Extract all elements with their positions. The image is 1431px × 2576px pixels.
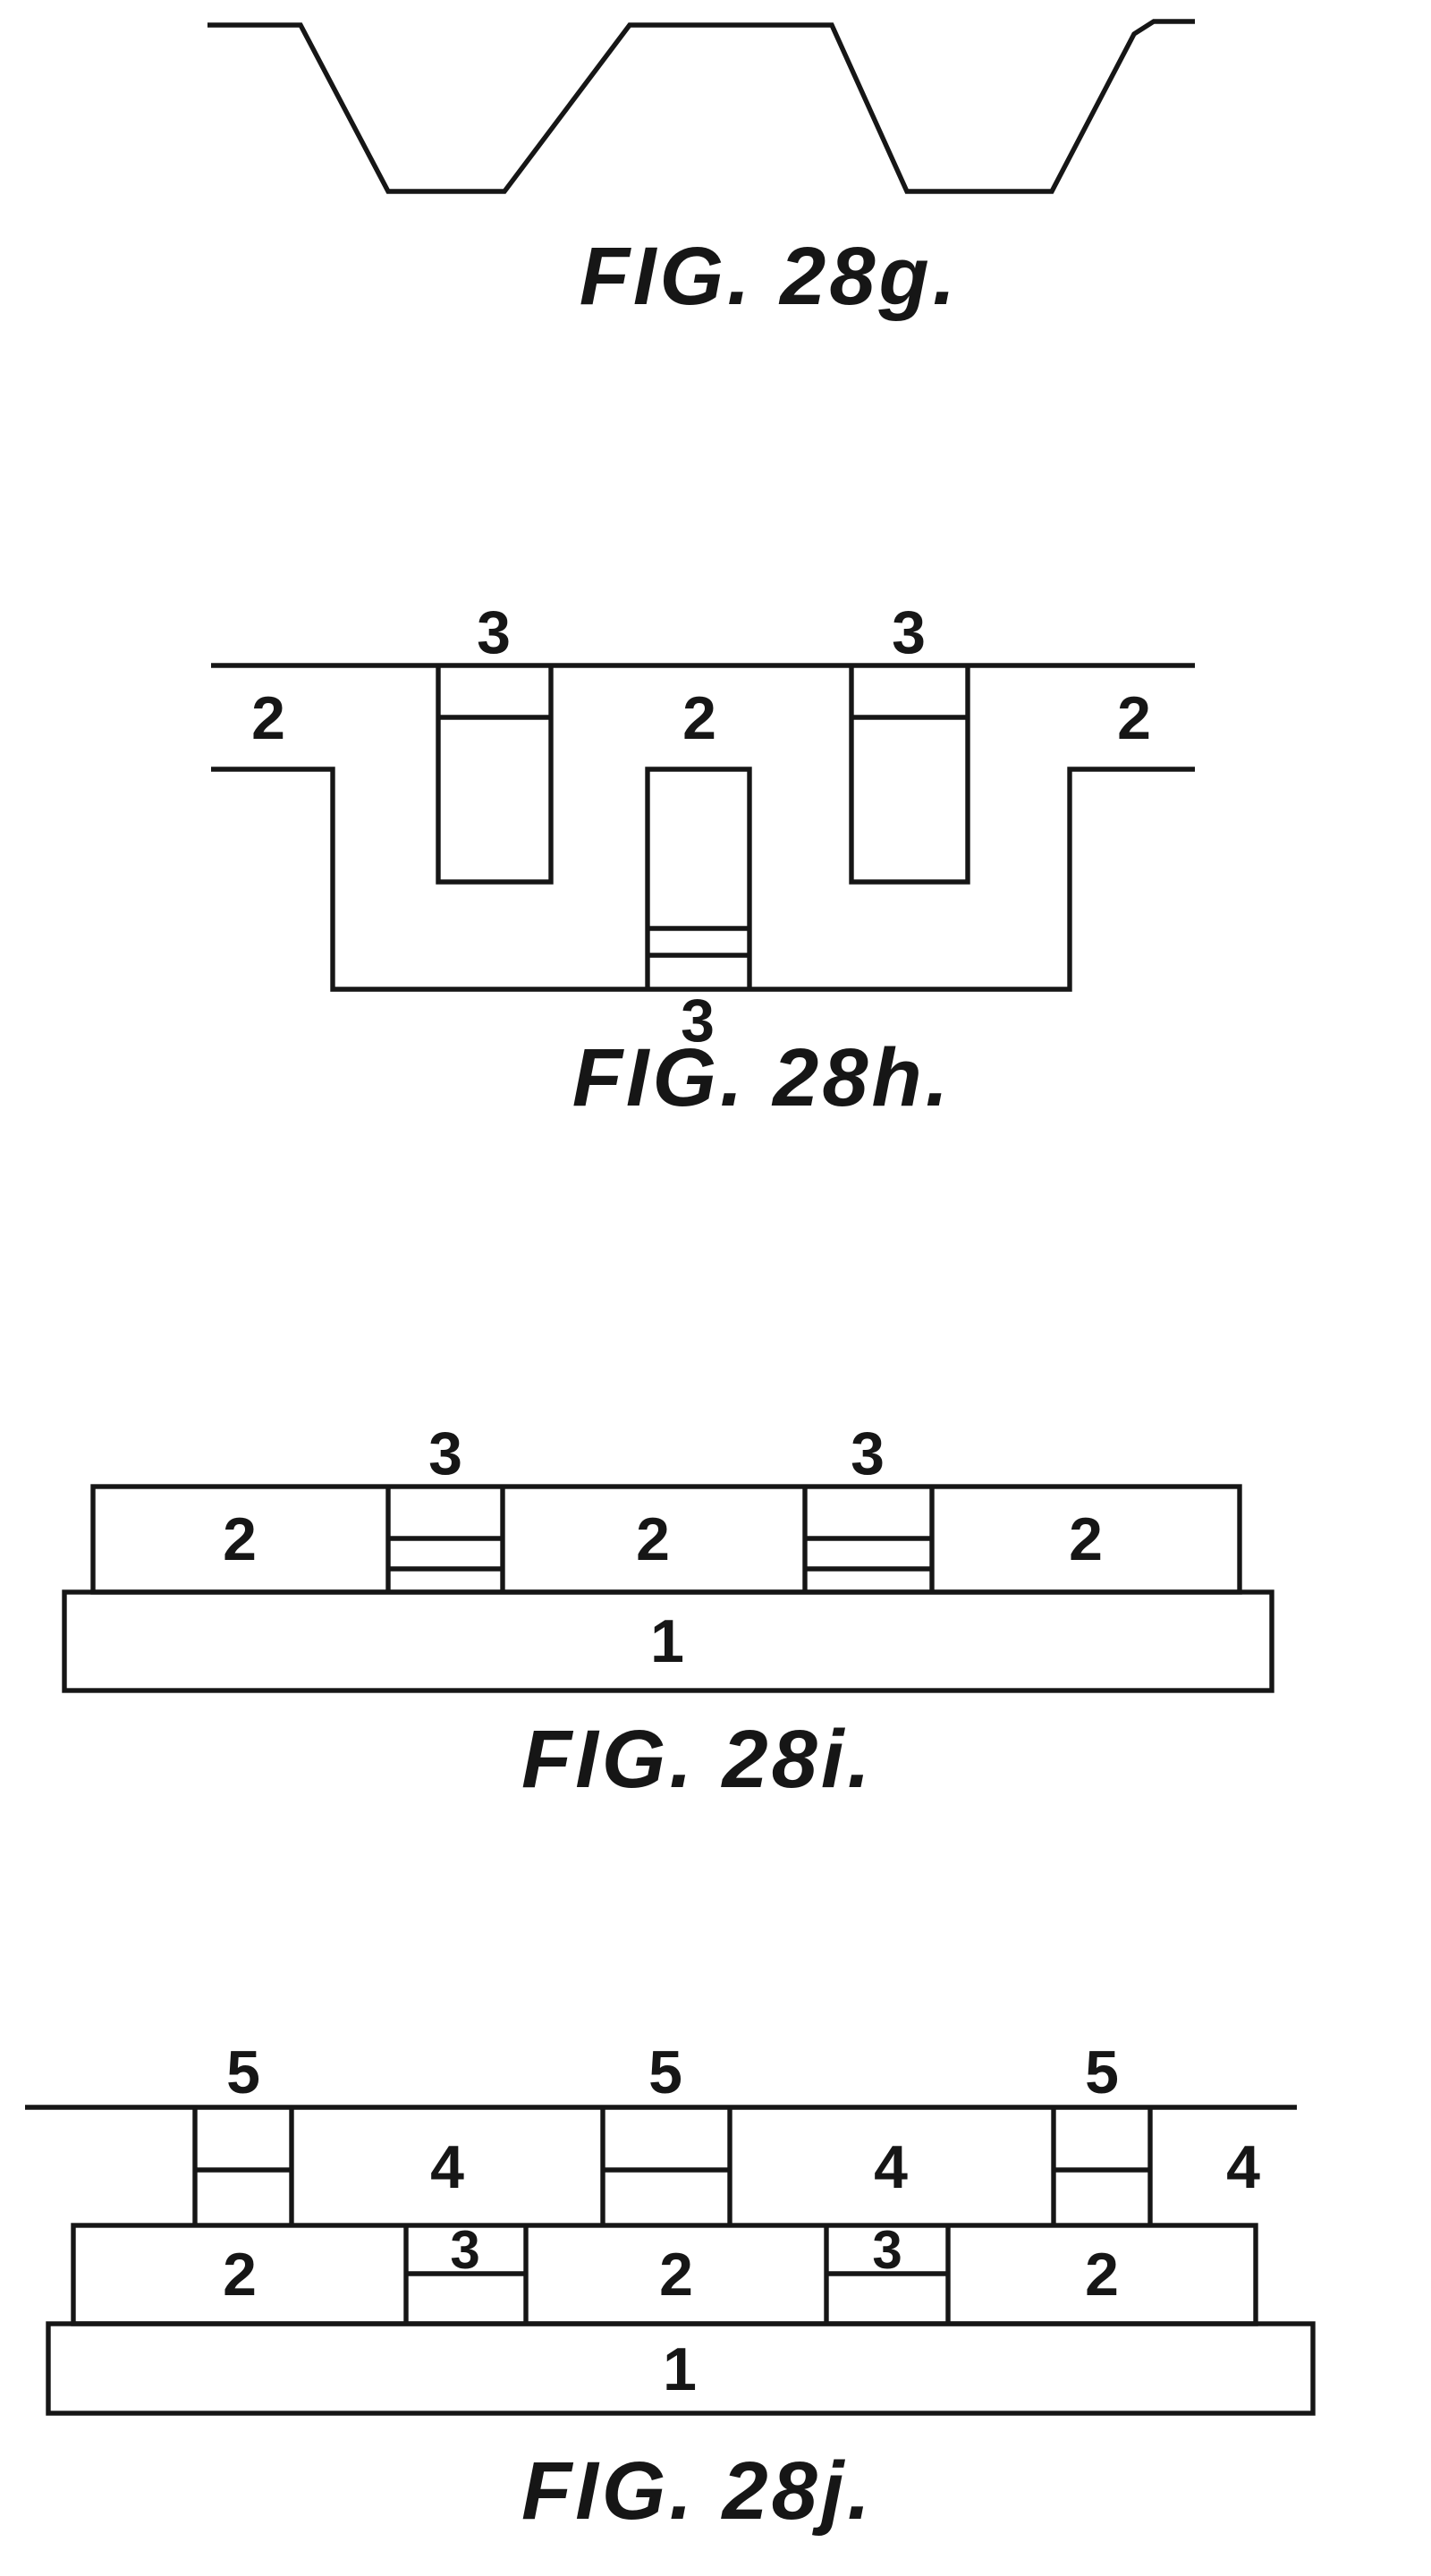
label-region-center: 2 — [682, 684, 716, 752]
filled-groove-right — [849, 665, 970, 885]
filled-groove-left — [436, 665, 554, 885]
layer2-row-outline — [90, 1484, 1242, 1595]
label-substrate: 1 — [650, 1607, 684, 1675]
label-substrate: 1 — [663, 2335, 697, 2403]
substrate-layer-outline — [46, 2321, 1316, 2416]
label-region-right: 2 — [1085, 2241, 1119, 2309]
label-layer4-center: 4 — [874, 2133, 908, 2201]
center-column-outline — [645, 767, 752, 989]
layer5-cap-left — [192, 2107, 294, 2225]
label-region-center: 2 — [659, 2241, 693, 2309]
label-region-center: 2 — [636, 1505, 670, 1573]
figure-28i-caption: FIG. 28i. — [521, 1714, 874, 1805]
label-layer4-left: 4 — [430, 2133, 464, 2201]
label-cap-right: 5 — [1085, 2038, 1119, 2106]
figure-28j-caption: FIG. 28j. — [521, 2445, 874, 2537]
label-plug-left: 3 — [428, 1419, 462, 1487]
etched-trench-profile — [211, 767, 1195, 992]
layer5-cap-center — [600, 2107, 732, 2225]
label-layer4-right: 4 — [1226, 2133, 1260, 2201]
label-region-left: 2 — [223, 2241, 257, 2309]
label-region-right: 2 — [1117, 684, 1151, 752]
figure-28g: FIG. 28g. — [207, 19, 1195, 322]
label-plug-left: 3 — [450, 2220, 479, 2280]
figure-28g-caption: FIG. 28g. — [580, 231, 960, 322]
plug-stripe-lines — [388, 1536, 932, 1572]
label-plug-right: 3 — [872, 2220, 902, 2280]
label-cap-left: 5 — [226, 2038, 260, 2106]
figure-28h: 3 3 2 2 2 3 FIG. 28h. — [211, 598, 1195, 1123]
label-groove-right: 3 — [892, 598, 926, 666]
figure-28j: 5 5 5 4 4 4 2 3 2 3 2 1 FIG. 28j. — [25, 2038, 1316, 2537]
layer5-cap-right — [1051, 2107, 1153, 2225]
label-region-left: 2 — [251, 684, 285, 752]
label-groove-left: 3 — [477, 598, 511, 666]
center-column-stripe-lines — [648, 926, 749, 958]
label-region-right: 2 — [1069, 1505, 1103, 1573]
label-plug-right: 3 — [851, 1419, 885, 1487]
label-trench-bottom-stripe: 3 — [681, 987, 715, 1055]
groove-profile-line — [207, 19, 1195, 194]
label-region-left: 2 — [223, 1505, 257, 1573]
figure-28h-caption: FIG. 28h. — [572, 1032, 953, 1123]
label-cap-center: 5 — [648, 2038, 682, 2106]
figure-28i: 3 3 2 2 2 1 FIG. 28i. — [62, 1419, 1274, 1805]
